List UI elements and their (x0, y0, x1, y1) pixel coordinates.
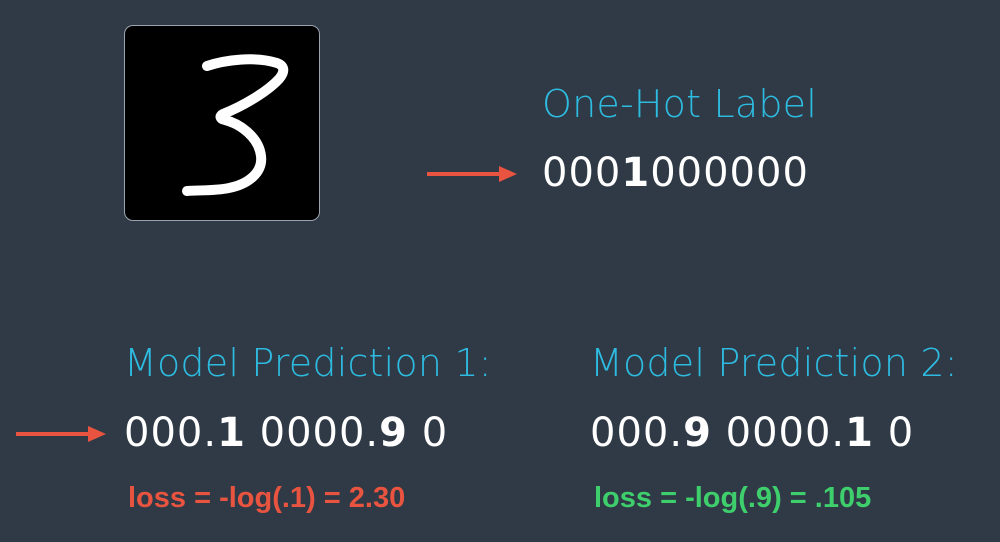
prediction-2-heading: Model Prediction 2: (590, 341, 958, 385)
prediction-2-loss: loss = -log(.9) = .105 (594, 482, 872, 514)
prediction-1-loss: loss = -log(.1) = 2.30 (128, 482, 406, 514)
handwritten-three-icon (182, 54, 289, 196)
prediction-1-part-e: 0 (407, 410, 449, 456)
prediction-1-heading: Model Prediction 1: (124, 341, 492, 385)
one-hot-active-digit: 1 (621, 150, 651, 196)
prediction-1-part-a: 000. (124, 410, 218, 456)
prediction-2-vector: 000.9 0000.1 0 (590, 410, 914, 456)
prediction-2-part-d: 1 (845, 410, 874, 456)
prediction-1-part-d: 9 (379, 410, 408, 456)
prediction-2-part-b: 9 (683, 410, 712, 456)
right-arrow-icon (16, 426, 106, 442)
prediction-1-part-b: 1 (217, 410, 246, 456)
right-arrow-icon (427, 166, 517, 182)
prediction-1-vector: 000.1 0000.9 0 (124, 410, 448, 456)
prediction-1-part-c: 0000. (245, 410, 380, 456)
one-hot-zeros-after: 000000 (650, 150, 809, 196)
digit-image (124, 25, 320, 221)
prediction-2-part-a: 000. (590, 410, 684, 456)
prediction-2-part-c: 0000. (711, 410, 846, 456)
prediction-2-part-e: 0 (873, 410, 915, 456)
one-hot-vector: 0001000000 (542, 150, 809, 196)
one-hot-heading: One-Hot Label (542, 82, 818, 126)
one-hot-zeros-before: 000 (542, 150, 622, 196)
